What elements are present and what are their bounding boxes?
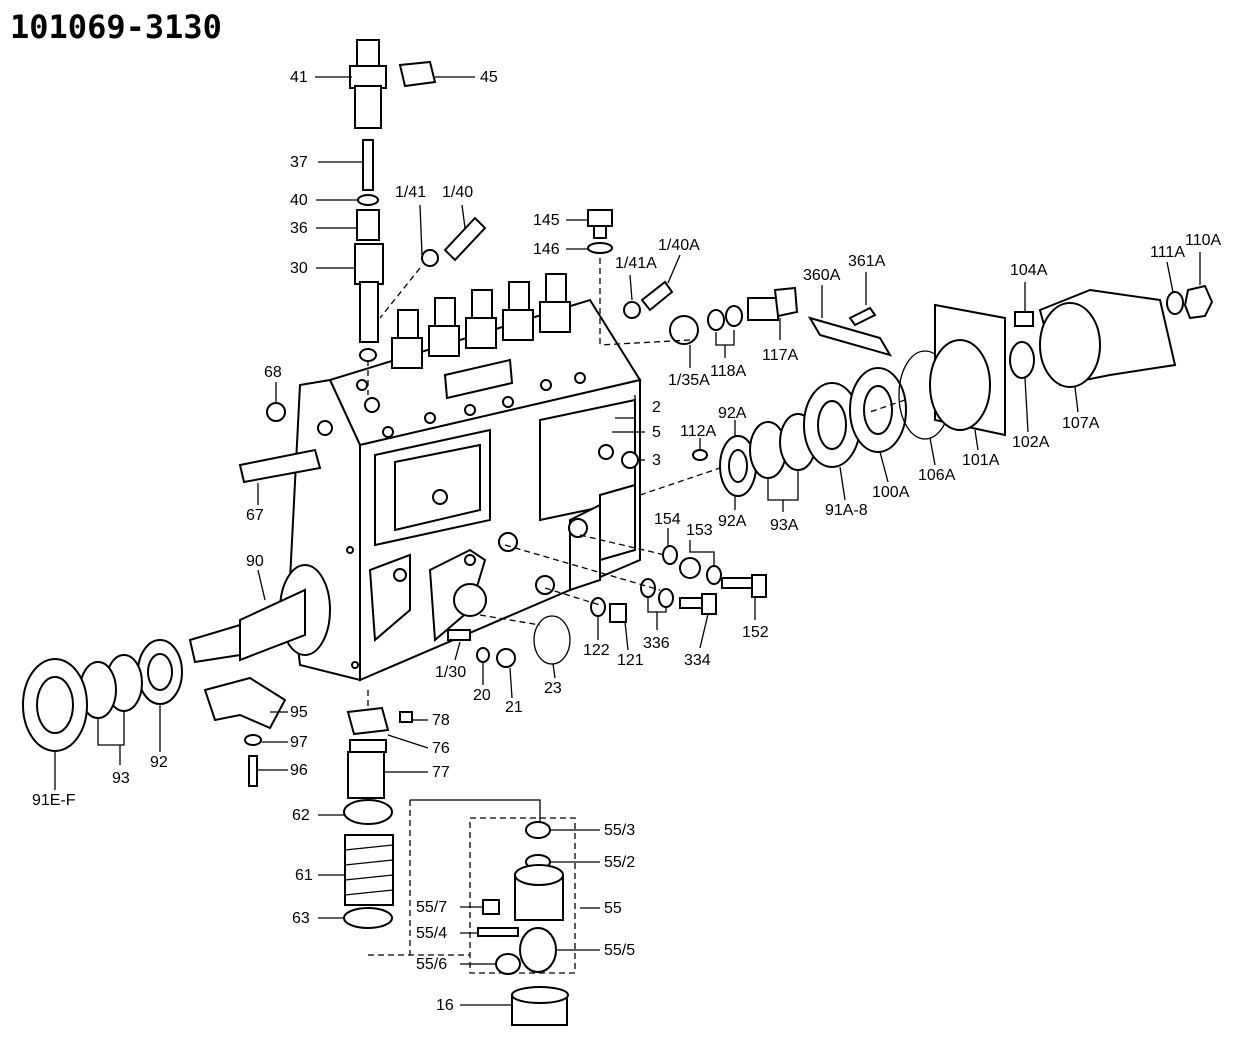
camshaft-assembly <box>22 564 331 787</box>
part-label: 96 <box>290 762 308 779</box>
part-label: 122 <box>583 642 610 659</box>
alignment-lines <box>367 258 906 710</box>
part-label: 117A <box>762 347 799 364</box>
part-label: 20 <box>473 687 491 704</box>
part-label: 154 <box>654 511 681 528</box>
part-label: 97 <box>290 734 308 751</box>
delivery-valve-stack <box>349 39 437 362</box>
part-label: 1/30 <box>435 664 466 681</box>
governor-assembly <box>719 288 1177 497</box>
part-label: 5 <box>652 424 661 441</box>
part-label: 45 <box>480 69 498 86</box>
part-label: 55/7 <box>416 899 447 916</box>
part-label: 23 <box>544 680 562 697</box>
part-label: 93A <box>770 517 799 534</box>
part-label: 55/5 <box>604 942 635 959</box>
part-label: 1/41 <box>395 184 426 201</box>
leader-lines <box>54 76 1201 1006</box>
part-label: 1/40 <box>442 184 473 201</box>
part-label: 92A <box>718 513 747 530</box>
part-label: 334 <box>684 652 711 669</box>
part-label: 90 <box>246 553 264 570</box>
part-label: 36 <box>290 220 308 237</box>
part-label: 61 <box>295 867 313 884</box>
part-label: 30 <box>290 260 308 277</box>
part-label: 152 <box>742 624 769 641</box>
part-label: 360A <box>803 267 841 284</box>
tappet-spring-stack <box>343 706 413 929</box>
part-label: 106A <box>918 467 956 484</box>
part-label: 77 <box>432 764 450 781</box>
part-label: 68 <box>264 364 282 381</box>
part-label: 102A <box>1012 434 1050 451</box>
part-label: 62 <box>292 807 310 824</box>
part-label: 21 <box>505 699 523 716</box>
part-label: 145 <box>533 212 560 229</box>
part-label: 55/2 <box>604 854 635 871</box>
pump-housing <box>288 298 642 682</box>
part-label: 92A <box>718 405 747 422</box>
diagram-title: 101069-3130 <box>10 8 222 46</box>
part-label: 55/6 <box>416 956 447 973</box>
part-label: 146 <box>533 241 560 258</box>
part-label: 91E-F <box>32 792 76 809</box>
part-label: 41 <box>290 69 308 86</box>
part-label: 67 <box>246 507 264 524</box>
part-label: 55/3 <box>604 822 635 839</box>
part-label: 91A-8 <box>825 502 868 519</box>
part-label: 112A <box>680 423 717 440</box>
part-label: 78 <box>432 712 450 729</box>
delivery-valve-holders <box>391 273 571 369</box>
part-label: 101A <box>962 452 1000 469</box>
roller-tappet-55 <box>368 799 576 1026</box>
part-label: 1/40A <box>658 237 700 254</box>
part-label: 63 <box>292 910 310 927</box>
part-label: 93 <box>112 770 130 787</box>
part-label: 1/35A <box>668 372 710 389</box>
part-label: 16 <box>436 997 454 1014</box>
part-label: 121 <box>617 652 644 669</box>
part-label: 37 <box>290 154 308 171</box>
part-label: 76 <box>432 740 450 757</box>
part-label: 104A <box>1010 262 1048 279</box>
part-label: 111A <box>1150 244 1185 261</box>
part-label: 40 <box>290 192 308 209</box>
part-labels: 41 45 37 40 36 30 1/41 1/40 145 146 1/41… <box>32 69 1222 1014</box>
part-label: 110A <box>1185 232 1222 249</box>
part-label: 3 <box>652 452 661 469</box>
part-label: 92 <box>150 754 168 771</box>
upper-fittings <box>238 209 1214 484</box>
part-label: 2 <box>652 399 661 416</box>
lower-fittings <box>447 545 767 668</box>
part-label: 1/41A <box>615 255 657 272</box>
part-label: 361A <box>848 253 886 270</box>
part-label: 153 <box>686 522 713 539</box>
part-label: 118A <box>710 363 747 380</box>
part-label: 55/4 <box>416 925 447 942</box>
part-label: 100A <box>872 484 910 501</box>
part-label: 55 <box>604 900 622 917</box>
part-label: 107A <box>1062 415 1100 432</box>
part-label: 336 <box>643 635 670 652</box>
part-label: 95 <box>290 704 308 721</box>
